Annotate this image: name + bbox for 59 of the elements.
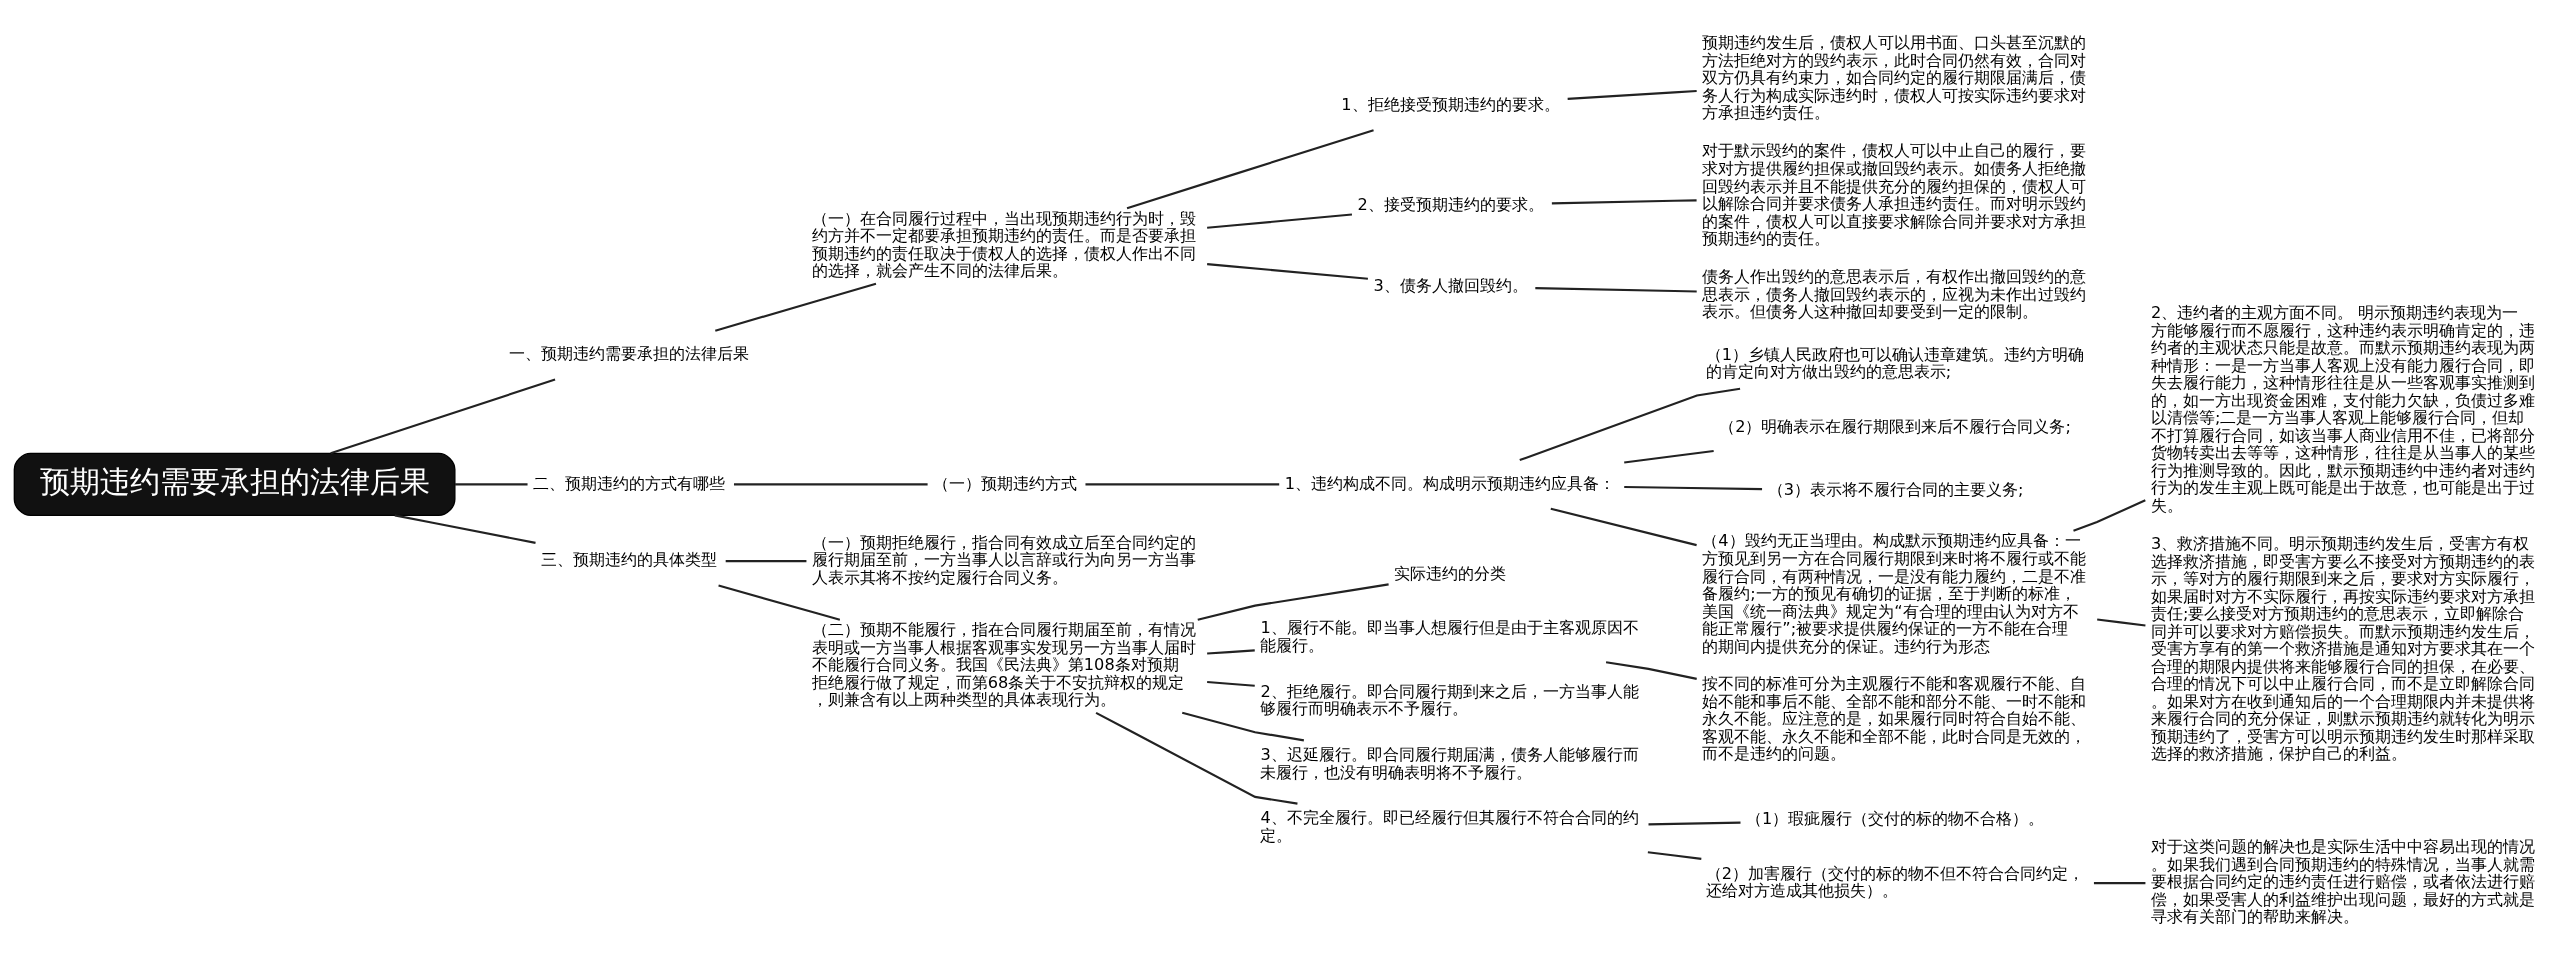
connector xyxy=(1535,286,1697,293)
node-text: 实际违约的分类 xyxy=(1394,563,1507,583)
connector xyxy=(1095,711,1298,805)
connector xyxy=(1648,821,1741,825)
node-text: 2、拒绝履行。即合同履行期到来之后，一方当事人能够履行而明确表示不予履行。 xyxy=(1260,681,1639,718)
node-text: （4）毁约无正当理由。构成默示预期违约应具备：一方预见到另一方在合同履行期限到来时将不履行或不能履行合同，有两种情况，一是没有能力履约，二是不准备履约;一方的预见有确切的证据，至于判断的标准，美国《统一商法典》规定为“有合理的理由认为对方不能正常履行”;被要求提供履约保证的一方不能在合理的期间内提供充分的保证。违约行为形态 xyxy=(1702,530,2087,656)
node-text: 4、不完全履行。即已经履行但其履行不符合合同的约定。 xyxy=(1260,807,1639,845)
connector xyxy=(1519,387,1741,461)
node-text: （3）表示将不履行合同的主要义务; xyxy=(1767,479,2024,499)
connector xyxy=(1550,507,1697,546)
node-text: （一）预期违约方式 xyxy=(933,473,1078,493)
node-text: 二、预期违约的方式有哪些 xyxy=(532,473,725,493)
connector xyxy=(1197,582,1389,621)
connector xyxy=(1605,660,1697,680)
node-text: （一）预期拒绝履行，指合同有效成立后至合同约定的履行期届至前，一方当事人以言辞或行为向另一方当事人表示其将不按约定履行合同义务。 xyxy=(811,532,1196,587)
connector xyxy=(1207,648,1255,655)
node-text: （二）预期不能履行，指在合同履行期届至前，有情况表明或一方当事人根据客观事实发现另一方当事人届时不能履行合同义务。我国《民法典》第108条对预期拒绝履行做了规定，而第68条关于不安抗辩权的规定，则兼含有以上两种类型的具体表现行为。 xyxy=(811,619,1196,709)
node-text: 对于这类问题的解决也是实际生活中中容易出现的情况。如果我们遇到合同预期违约的特殊情况，当事人就需要根据合同约定的违约责任进行赔偿，或者依法进行赔偿，如果受害人的利益维护出现问题，最好的方式就是寻求有关部门的帮助来解决。 xyxy=(2150,836,2535,926)
connector xyxy=(1085,482,1280,485)
node-text: 3、迟延履行。即合同履行期届满，债务人能够履行而未履行，也没有明确表明将不予履行。 xyxy=(1260,744,1639,782)
node-text: 债务人作出毁约的意思表示后，有权作出撤回毁约的意思表示，债务人撤回毁约表示的，应视为未作出过毁约表示。但债务人这种撤回却要受到一定的限制。 xyxy=(1702,266,2087,321)
node-text: 1、履行不能。即当事人想履行但是由于主客观原因不能履行。 xyxy=(1260,617,1639,655)
connector xyxy=(1126,128,1374,209)
node-text: （一）在合同履行过程中，当出现预期违约行为时，毁约方并不一定都要承担预期违约的责任。而是否要承担预期违约的责任取决于债权人的选择，债权人作出不同的选择，就会产生不同的法律后果。 xyxy=(811,208,1196,280)
connector xyxy=(715,282,877,332)
connector xyxy=(1207,262,1368,280)
connector xyxy=(718,584,841,621)
connector xyxy=(1647,850,1702,860)
connector xyxy=(1567,89,1697,100)
node-text: 1、违约构成不同。构成明示预期违约应具备： xyxy=(1284,473,1615,493)
connector xyxy=(394,513,536,544)
node-text: 3、救济措施不同。明示预期违约发生后，受害方有权选择救济措施，即受害方要么不接受对方预期违约的表示，等对方的履行期限到来之后，要求对方实际履行，如果届时对方不实际履行，再按实际违约要求对方承担责任;要么接受对方预期违约的意思表示，立即解除合同并可以要求对方赔偿损失。而默示预期违约发生后，受害方享有的第一个救济措施是通知对方要求其在一个合理的期限内提供将来能够履行合同的担保，在必要、合理的情况下可以中止履行合同，而不是立即解除合同。如果对方在收到通知后的一个合理期限内并未提供将来履行合同的充分保证，则默示预期违约就转化为明示预期违约了，受害方可以明示预期违约发生时那样采取选择的救济措施，保护自己的利益。 xyxy=(2150,533,2535,763)
node-text: 预期违约发生后，债权人可以用书面、口头甚至沉默的方法拒绝对方的毁约表示，此时合同仍然有效，合同对双方仍具有约束力，如合同约定的履行期限届满后，债务人行为构成实际违约时，债权人可按实际违约要求对方承担违约责任。 xyxy=(1702,32,2087,122)
node-text: 2、接受预期违约的要求。 xyxy=(1357,194,1544,214)
connector xyxy=(330,377,556,454)
node-text: （2）加害履行（交付的标的物不但不符合合同约定，还给对方造成其他损失）。 xyxy=(1705,863,2084,900)
node-text: 2、违约者的主观方面不同。 明示预期违约表现为一方能够履行而不愿履行，这种违约表示明确肯定的，违约者的主观状态只能是故意。而默示预期违约表现为两种情形：一是一方当事人客观上没有能力履行合同，即失去履行能力，这种情形往往是从一些客观事实推测到的，如一方出现资金困难，支付能力欠缺，负债过多难以清偿等;二是一方当事人客观上能够履行合同，但却不打算履行合同，如该当事人商业信用不佳，已将部分货物转卖出去等等，这种情形，往往是从当事人的某些行为推测导致的。因此，默示预期违约中违约者对违约行为的发生主观上既可能是出于故意，也可能是出于过失。 xyxy=(2150,302,2535,515)
node-text: 三、预期违约的具体类型 xyxy=(541,549,718,569)
connector xyxy=(733,482,928,485)
node-text: （1）乡镇人民政府也可以确认违章建筑。违约方明确的肯定向对方做出毁约的意思表示; xyxy=(1705,344,2084,381)
node-text: 一、预期违约需要承担的法律后果 xyxy=(508,343,749,363)
connector xyxy=(2073,498,2146,532)
connector xyxy=(725,559,807,562)
connector xyxy=(1181,711,1305,741)
connector xyxy=(1551,198,1697,204)
connector xyxy=(1207,680,1255,687)
connector xyxy=(1624,449,1714,464)
node-text: 对于默示毁约的案件，债权人可以中止自己的履行，要求对方提供履约担保或撤回毁约表示。如债务人拒绝撤回毁约表示并且不能提供充分的履约担保的，债权人可以解除合同并要求债务人承担违约责任。而对明示毁约的案件，债权人可以直接要求解除合同并要求对方承担预期违约的责任。 xyxy=(1702,140,2087,248)
node-text: （2）明确表示在履行期限到来后不履行合同义务; xyxy=(1719,416,2071,436)
connector xyxy=(2093,881,2146,884)
connector xyxy=(1624,485,1763,490)
connector xyxy=(455,482,528,485)
node-box: 预期违约需要承担的法律后果 xyxy=(13,452,456,516)
connector xyxy=(1207,212,1353,229)
node-text: 3、债务人撤回毁约。 xyxy=(1373,275,1528,295)
node-text: （1）瑕疵履行（交付的标的物不合格）。 xyxy=(1746,808,2045,828)
connector xyxy=(2097,617,2146,626)
node-text: 1、拒绝接受预期违约的要求。 xyxy=(1341,94,1560,114)
node-text: 按不同的标准可分为主观履行不能和客观履行不能、自始不能和事后不能、全部不能和部分不能、一时不能和永久不能。应注意的是，如果履行同时符合自始不能、客观不能、永久不能和全部不能，此时合同是无效的，而不是违约的问题。 xyxy=(1702,673,2087,763)
